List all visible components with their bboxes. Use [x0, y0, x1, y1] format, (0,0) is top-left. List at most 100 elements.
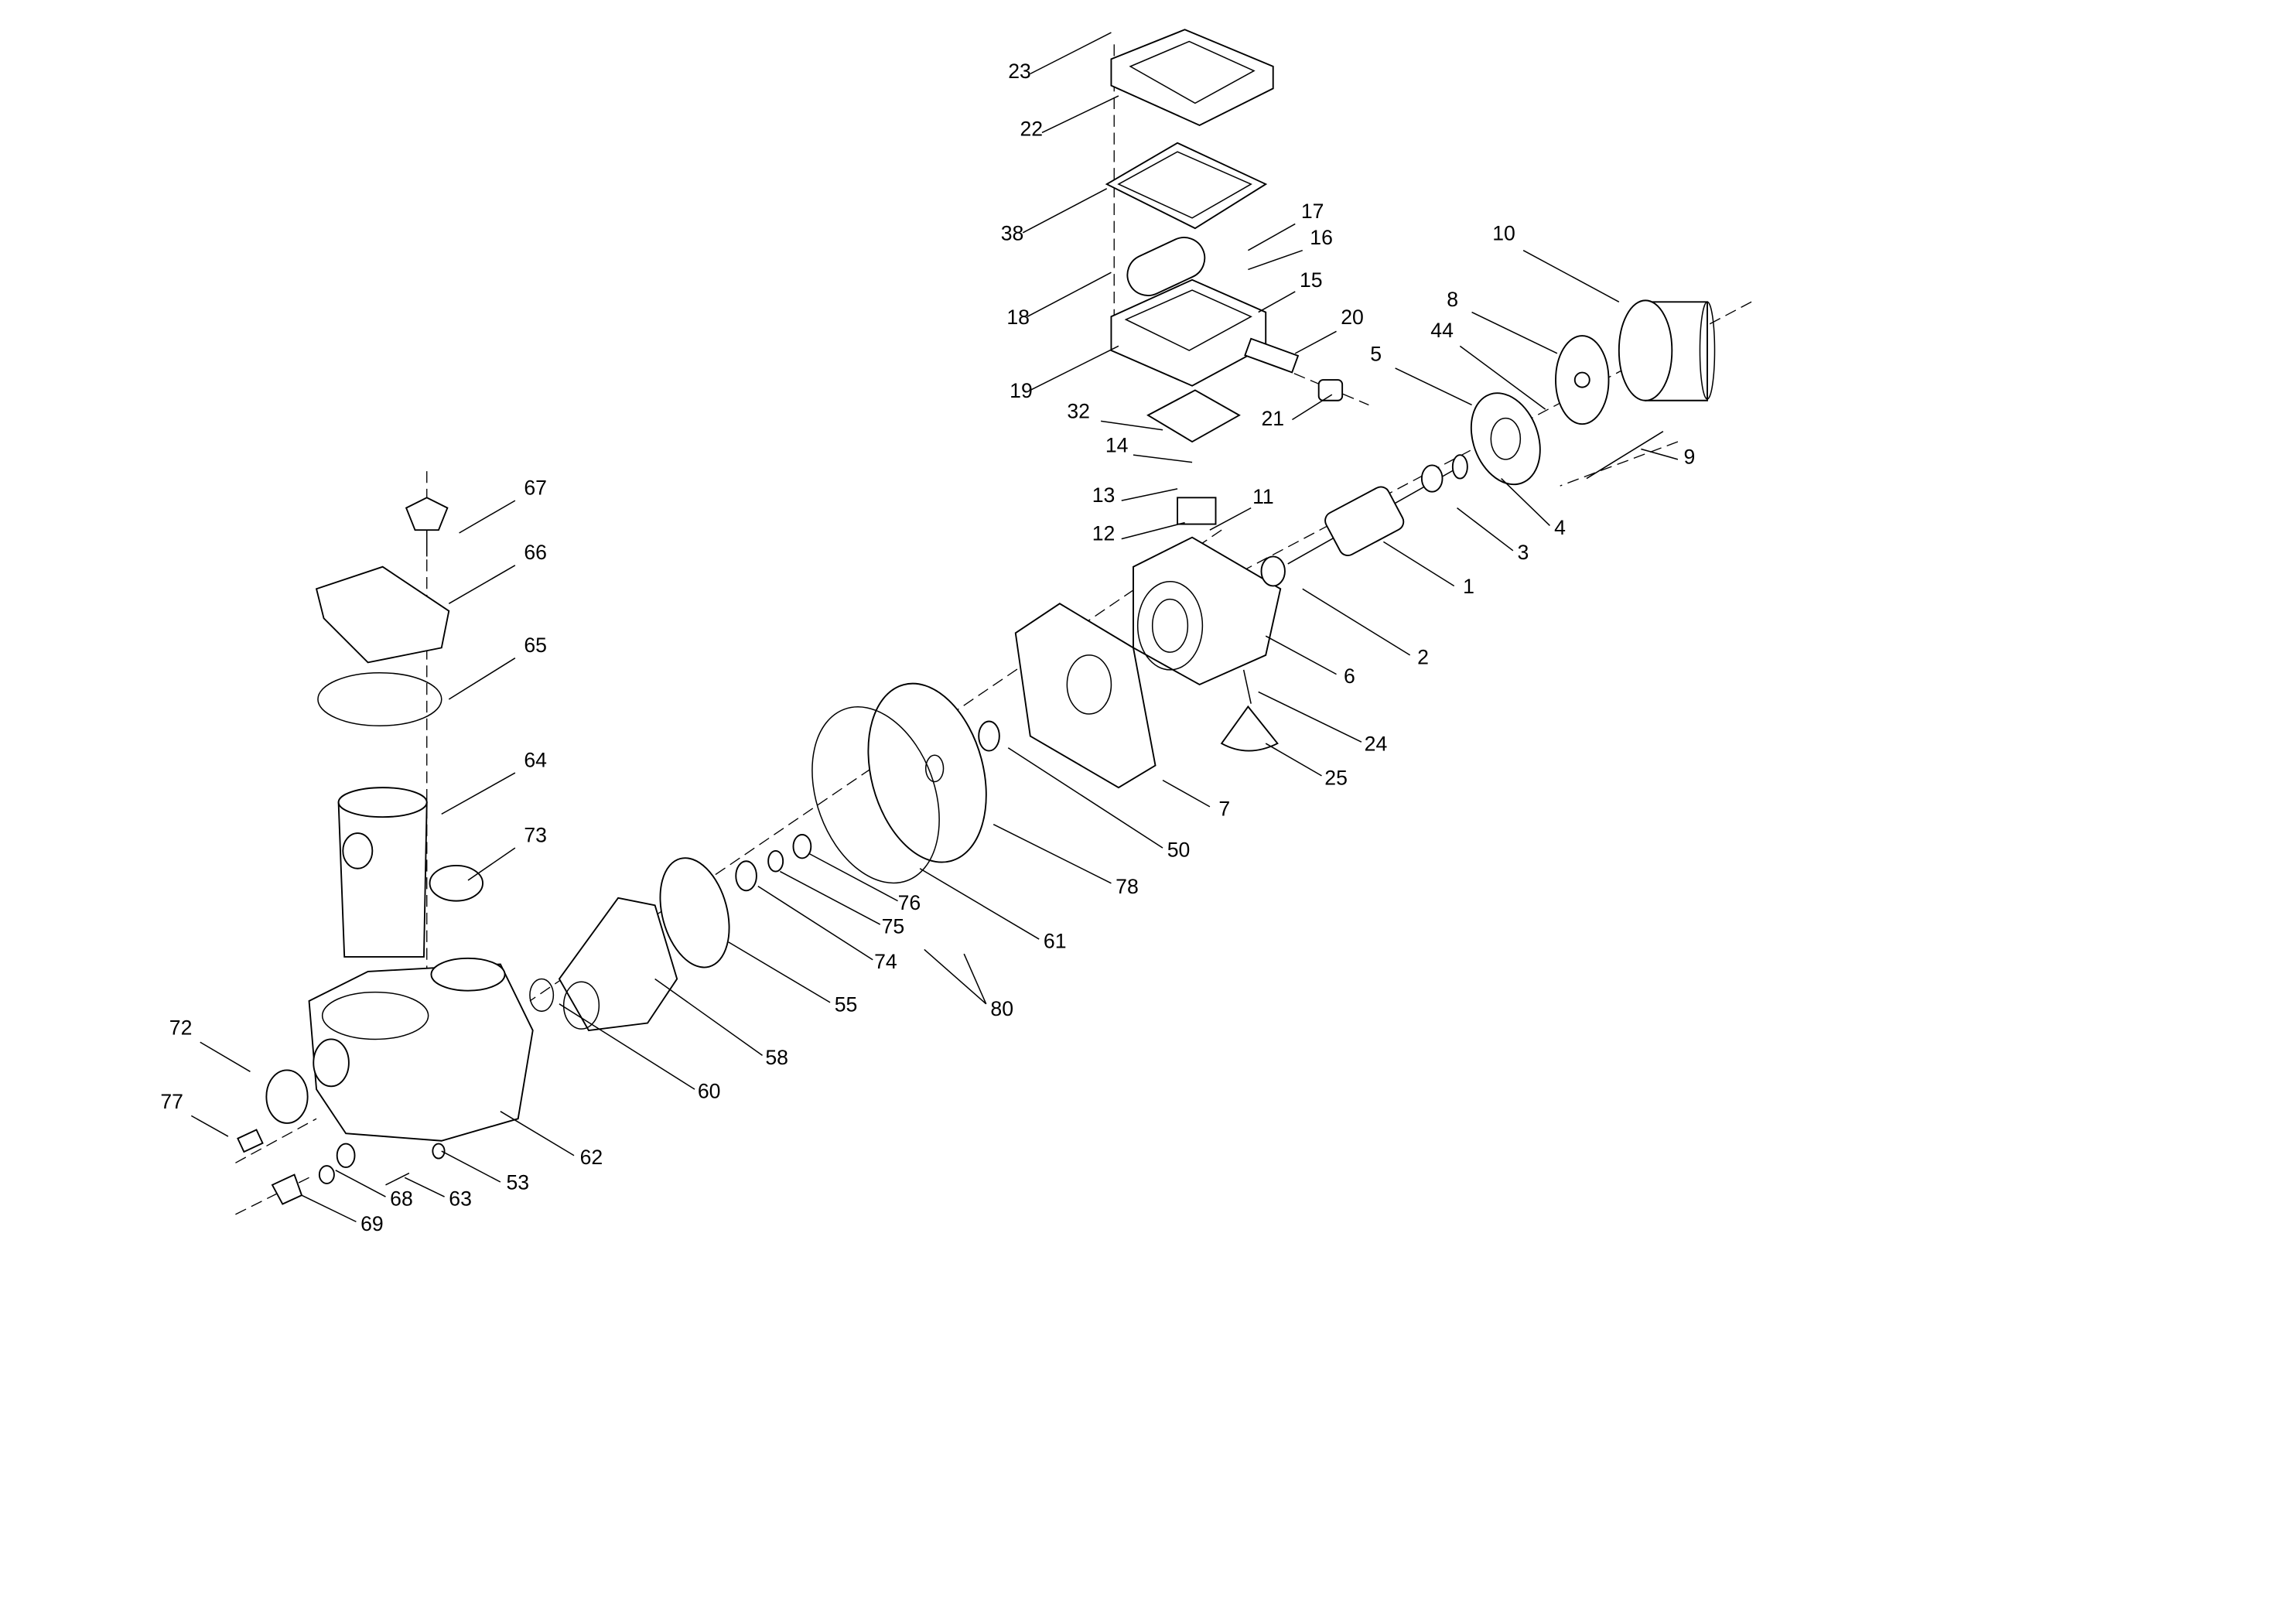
part-label-20: 20	[1341, 306, 1364, 329]
part-label-9: 9	[1684, 446, 1696, 469]
part-label-61: 61	[1044, 930, 1067, 953]
leader-line-20	[1294, 330, 1337, 354]
leader-line-61	[919, 868, 1040, 940]
part-foot	[1220, 705, 1279, 752]
part-label-4: 4	[1554, 516, 1566, 539]
part-wave-washer	[1451, 454, 1468, 480]
part-label-64: 64	[524, 748, 547, 771]
leader-line-3	[1457, 507, 1514, 552]
leader-line-23	[1030, 32, 1112, 75]
leader-line-5	[1395, 367, 1472, 406]
part-label-5: 5	[1370, 342, 1382, 365]
leader-line-50	[1007, 747, 1163, 849]
part-tie-rod	[1586, 431, 1664, 480]
part-union-73	[429, 865, 483, 902]
part-seal-plate	[867, 682, 987, 863]
part-plug-77	[237, 1129, 264, 1153]
part-label-38: 38	[1001, 221, 1024, 244]
leader-line-58	[654, 978, 763, 1057]
part-label-76: 76	[898, 891, 921, 914]
leader-line-63	[404, 1177, 445, 1197]
part-label-62: 62	[580, 1146, 603, 1169]
leader-line-60	[559, 1003, 695, 1090]
part-label-14: 14	[1105, 433, 1129, 456]
part-drain-plug-69	[271, 1173, 303, 1205]
part-label-3: 3	[1518, 541, 1529, 564]
part-label-23: 23	[1008, 60, 1031, 83]
part-label-58: 58	[765, 1046, 788, 1069]
part-label-60: 60	[698, 1080, 721, 1103]
part-seal-76	[792, 834, 812, 859]
part-rotor	[1324, 486, 1405, 556]
leader-line-4	[1501, 478, 1550, 527]
leader-line-19	[1030, 345, 1119, 391]
leader-lines	[190, 32, 1679, 1223]
part-bearing-front	[1260, 555, 1286, 587]
leader-line-25	[1265, 743, 1322, 777]
leader-line-62	[500, 1111, 575, 1156]
part-seal-plate-ring	[978, 720, 1000, 752]
leader-line-21	[1292, 394, 1333, 421]
part-washer-53	[432, 1143, 446, 1160]
leader-line-18	[1027, 272, 1112, 317]
leader-line-7	[1162, 779, 1211, 808]
part-label-55: 55	[835, 992, 858, 1016]
part-lid-gasket	[1105, 142, 1268, 230]
part-label-74: 74	[874, 950, 897, 973]
part-screw-63	[385, 1172, 410, 1186]
part-union-72	[265, 1069, 309, 1124]
part-strainer-lid	[315, 565, 450, 664]
part-label-72: 72	[169, 1016, 193, 1040]
leader-line-8	[1471, 311, 1558, 354]
part-bracket	[1014, 603, 1157, 789]
part-label-50: 50	[1167, 839, 1191, 862]
leader-line-38	[1022, 188, 1108, 234]
part-gland-nut	[1317, 379, 1344, 401]
part-label-75: 75	[882, 914, 905, 938]
leader-line-74	[757, 885, 873, 961]
part-cable-gland	[1244, 337, 1300, 374]
leader-line-24	[1258, 691, 1362, 743]
leader-line-65	[448, 658, 516, 700]
leader-line-17	[1248, 223, 1296, 251]
leader-line-77	[190, 1115, 229, 1137]
leader-line-12	[1121, 521, 1185, 540]
part-label-17: 17	[1301, 200, 1324, 223]
part-bearing-rear	[1420, 464, 1444, 493]
part-washer-68	[318, 1165, 335, 1184]
leader-line-13	[1121, 488, 1178, 501]
leader-line-72	[200, 1041, 251, 1072]
part-label-32: 32	[1067, 400, 1090, 423]
part-label-16: 16	[1310, 226, 1333, 249]
leader-line-15	[1258, 291, 1296, 313]
part-diffuser	[558, 897, 678, 1032]
leader-line-64	[441, 772, 516, 815]
part-label-24: 24	[1365, 733, 1388, 756]
part-terminal-box	[1110, 278, 1267, 387]
part-label-18: 18	[1006, 306, 1030, 329]
leader-line-6	[1265, 635, 1337, 675]
part-label-53: 53	[506, 1171, 529, 1194]
part-label-15: 15	[1300, 268, 1323, 292]
part-terminal-block	[1177, 497, 1217, 525]
part-strainer-basket	[337, 801, 428, 958]
part-label-67: 67	[524, 477, 547, 500]
part-label-11: 11	[1252, 485, 1274, 508]
part-pump-body	[308, 963, 534, 1142]
parts	[237, 29, 1716, 1205]
part-terminal-lid	[1110, 29, 1274, 127]
part-end-shield	[1470, 392, 1541, 486]
leader-line-53	[441, 1150, 501, 1183]
part-diffuser-o-ring	[529, 978, 555, 1013]
part-label-80: 80	[990, 997, 1013, 1020]
leader-line-44	[1459, 345, 1546, 410]
leader-line-80	[924, 948, 987, 1005]
leader-line-2	[1302, 588, 1411, 656]
part-label-1: 1	[1463, 575, 1474, 598]
part-label-69: 69	[360, 1212, 384, 1235]
part-label-63: 63	[449, 1187, 472, 1210]
part-seal-74	[735, 860, 757, 892]
leader-line-66	[448, 565, 516, 604]
part-label-6: 6	[1344, 664, 1355, 688]
